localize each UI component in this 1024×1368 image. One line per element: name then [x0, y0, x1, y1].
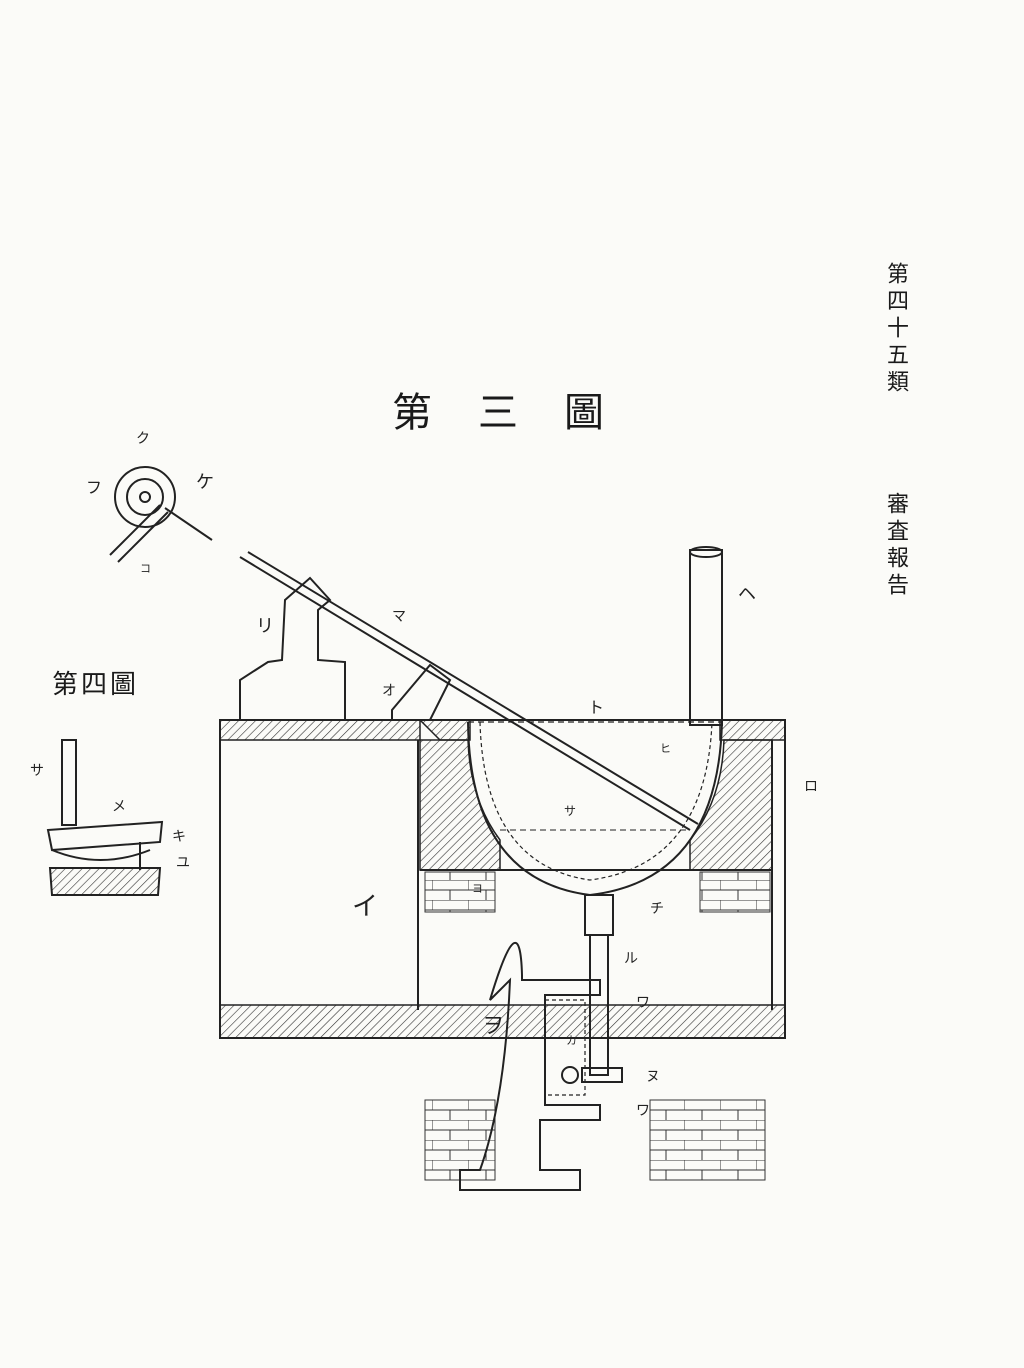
- rod-support-left: [239, 576, 346, 721]
- label-yo: ヨ: [472, 882, 483, 895]
- label-ke: ケ: [196, 472, 214, 493]
- label-wa-lower: ワ: [636, 1103, 650, 1119]
- label-ko: コ: [140, 562, 151, 575]
- machine-stand: [459, 941, 601, 1191]
- label-to: ト: [588, 698, 605, 717]
- label-ka: カ: [566, 1034, 577, 1047]
- floor-slab: [219, 1004, 786, 1039]
- label-sa: サ: [564, 804, 577, 818]
- figure-4-title: 第四圖: [52, 670, 140, 700]
- label-fig4-ki: キ: [172, 829, 186, 845]
- label-ro: ロ: [804, 779, 818, 795]
- label-chi: チ: [650, 901, 664, 917]
- label-ri: リ: [256, 616, 274, 637]
- side-caption-report: 審査報告: [883, 492, 908, 600]
- label-wo: ヲ: [482, 1014, 505, 1039]
- label-o: オ: [382, 683, 396, 699]
- top-slab: [219, 719, 786, 741]
- figure-3-title: 第三圖: [392, 390, 650, 436]
- label-he: ヘ: [738, 584, 756, 605]
- label-fig4-yu: ユ: [176, 855, 190, 871]
- label-i: イ: [352, 892, 379, 922]
- label-ku: ク: [136, 431, 150, 447]
- gear-detail: [109, 466, 213, 563]
- label-fig4-me: メ: [112, 799, 126, 815]
- label-nu: ヌ: [646, 1069, 660, 1085]
- chimney-pipe: [689, 546, 723, 726]
- drive-shaft: [561, 894, 623, 1084]
- scraper-drawing: [46, 739, 164, 896]
- label-fu: フ: [86, 478, 103, 497]
- brickwork: [424, 871, 771, 1181]
- side-caption-category: 第四十五類: [883, 262, 908, 397]
- label-ru: ル: [624, 951, 638, 967]
- label-wa-upper: ワ: [636, 995, 650, 1011]
- label-fig4-sa: サ: [30, 763, 44, 779]
- stirring-rod: [239, 551, 699, 831]
- label-ma: マ: [392, 609, 406, 625]
- label-hi: ヒ: [660, 742, 671, 755]
- rod-support-right: [391, 663, 452, 721]
